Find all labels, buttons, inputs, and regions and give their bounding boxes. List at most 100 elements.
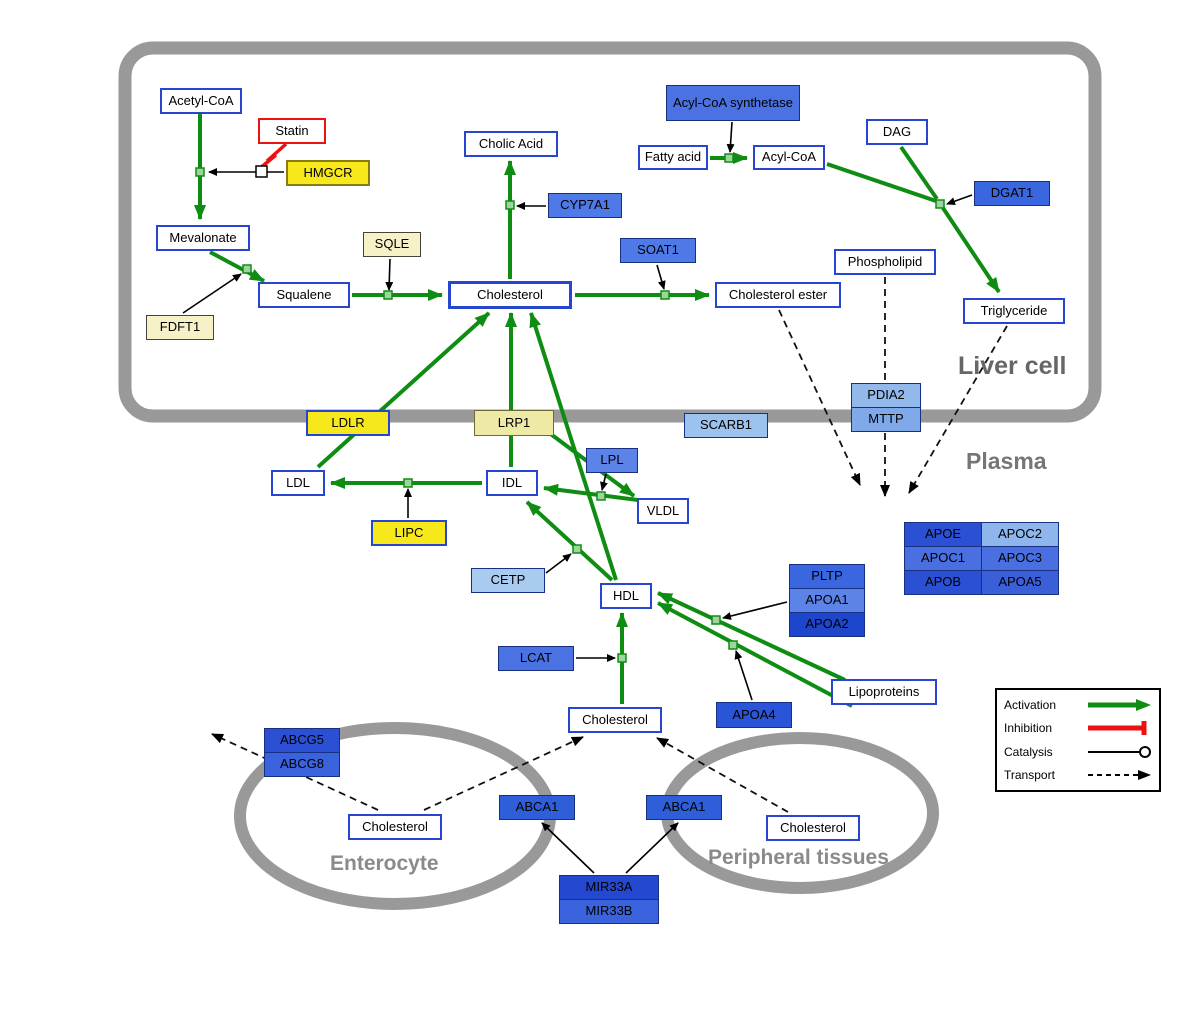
transport-arrow-icon: [1088, 769, 1151, 780]
liver-cell-membrane: [118, 41, 1102, 423]
node-soat1[interactable]: SOAT1: [620, 238, 696, 263]
node-mttp[interactable]: MTTP: [851, 407, 921, 432]
reaction-anchor: [935, 199, 945, 209]
node-apoc1[interactable]: APOC1: [904, 546, 982, 571]
node-sqle[interactable]: SQLE: [363, 232, 421, 257]
node-cholesterol-ester[interactable]: Cholesterol ester: [715, 282, 841, 308]
node-ldlr[interactable]: LDLR: [306, 410, 390, 436]
catalysis-apoa1-apoa2: [722, 601, 788, 620]
regulation-mir33-to-abca1-enterocyte: [541, 822, 595, 874]
node-cholesterol-plasma[interactable]: Cholesterol: [568, 707, 662, 733]
node-lrp1[interactable]: LRP1: [474, 410, 554, 436]
node-apob[interactable]: APOB: [904, 570, 982, 595]
catalysis-acylcoa-synthetase: [726, 121, 735, 153]
node-vldl[interactable]: VLDL: [637, 498, 689, 524]
node-hmgcr[interactable]: HMGCR: [286, 160, 370, 186]
reaction-anchor: [505, 200, 515, 210]
edge-junction-to-triglyceride: [941, 206, 1001, 294]
transport-enterocyte-cholesterol-to-plasma: [423, 736, 584, 811]
transport-cholesterolester-to-lipoprotein-pool: [778, 309, 861, 486]
node-abca1-peripheral[interactable]: ABCA1: [646, 795, 722, 820]
node-idl[interactable]: IDL: [486, 470, 538, 496]
node-cholic-acid[interactable]: Cholic Acid: [464, 131, 558, 157]
edge-lipoproteins-to-hdl-lower: [657, 601, 853, 708]
node-acyl-coa[interactable]: Acyl-CoA: [753, 145, 825, 170]
node-apoc2[interactable]: APOC2: [981, 522, 1059, 547]
node-lipoproteins[interactable]: Lipoproteins: [831, 679, 937, 705]
node-pdia2[interactable]: PDIA2: [851, 383, 921, 408]
node-cyp7a1[interactable]: CYP7A1: [548, 193, 622, 218]
edge-hdl-to-idl-cetp: [525, 500, 614, 582]
node-scarb1[interactable]: SCARB1: [684, 413, 768, 438]
catalysis-lpl: [600, 473, 608, 491]
node-lpl[interactable]: LPL: [586, 448, 638, 473]
node-abca1-enterocyte[interactable]: ABCA1: [499, 795, 575, 820]
node-phospholipid[interactable]: Phospholipid: [834, 249, 936, 275]
reaction-anchor: [711, 615, 721, 625]
catalysis-cetp: [545, 553, 572, 574]
catalysis-dgat1: [946, 194, 973, 206]
legend-row-catalysis: Catalysis: [1004, 742, 1152, 762]
node-fdft1[interactable]: FDFT1: [146, 315, 214, 340]
node-mir33b[interactable]: MIR33B: [559, 899, 659, 924]
node-squalene[interactable]: Squalene: [258, 282, 350, 308]
node-mevalonate[interactable]: Mevalonate: [156, 225, 250, 251]
reaction-anchor: [660, 290, 670, 300]
transport-enterocyte-cholesterol-abcg-export: [211, 733, 379, 811]
transport-triglyceride-to-lipoprotein-pool: [908, 325, 1008, 494]
legend-row-activation: Activation: [1004, 695, 1152, 715]
enterocyte-label: Enterocyte: [330, 852, 439, 875]
node-dag[interactable]: DAG: [866, 119, 928, 145]
edge-hdl-to-cholesterol: [529, 312, 618, 581]
catalysis-soat1: [656, 264, 666, 290]
node-ldl[interactable]: LDL: [271, 470, 325, 496]
edge-vldl-to-idl: [543, 483, 639, 502]
legend-inhibition-label: Inhibition: [1004, 721, 1053, 736]
node-apoa5[interactable]: APOA5: [981, 570, 1059, 595]
node-apoa1[interactable]: APOA1: [789, 588, 865, 613]
reaction-anchor: [383, 290, 393, 300]
transport-peripheral-cholesterol-to-plasma: [656, 737, 789, 813]
node-apoa4[interactable]: APOA4: [716, 702, 792, 728]
node-cholesterol-liver[interactable]: Cholesterol: [448, 281, 572, 309]
legend-row-inhibition: Inhibition: [1004, 718, 1152, 738]
reaction-anchor: [617, 653, 627, 663]
node-abcg8[interactable]: ABCG8: [264, 752, 340, 777]
node-lcat[interactable]: LCAT: [498, 646, 574, 671]
node-fatty-acid[interactable]: Fatty acid: [638, 145, 708, 170]
edge-acylcoa-to-dgat-junction: [826, 162, 937, 203]
edge-mevalonate-to-squalene: [209, 250, 265, 283]
reaction-anchor: [572, 544, 582, 554]
node-mir33a[interactable]: MIR33A: [559, 875, 659, 900]
node-hdl[interactable]: HDL: [600, 583, 652, 609]
legend-activation-label: Activation: [1004, 698, 1057, 712]
catalysis-fdft1: [182, 273, 242, 314]
activation-arrowhead: [1136, 699, 1151, 711]
node-cholesterol-peripheral[interactable]: Cholesterol: [766, 815, 860, 841]
node-acetyl-coa[interactable]: Acetyl-CoA: [160, 88, 242, 114]
edge-lipoproteins-to-hdl-upper: [657, 591, 846, 682]
node-abcg5[interactable]: ABCG5: [264, 728, 340, 753]
edge-dag-to-dgat-junction: [899, 145, 939, 201]
node-apoe[interactable]: APOE: [904, 522, 982, 547]
node-cetp[interactable]: CETP: [471, 568, 545, 593]
node-pltp[interactable]: PLTP: [789, 564, 865, 589]
catalysis-circle-icon: [1088, 745, 1151, 758]
node-apoa2[interactable]: APOA2: [789, 612, 865, 637]
reaction-anchor: [724, 153, 734, 163]
edge-ldl-via-ldlr-to-cholesterol: [316, 311, 491, 469]
node-lipc[interactable]: LIPC: [371, 520, 447, 546]
liver-cell-label: Liver cell: [958, 352, 1067, 380]
reaction-anchor: [728, 640, 738, 650]
node-acyl-coa-synthetase[interactable]: Acyl-CoA synthetase: [666, 85, 800, 121]
catalysis-apoa4: [734, 650, 753, 701]
node-statin[interactable]: Statin: [258, 118, 326, 144]
node-triglyceride[interactable]: Triglyceride: [963, 298, 1065, 324]
node-dgat1[interactable]: DGAT1: [974, 181, 1050, 206]
node-cholesterol-enterocyte[interactable]: Cholesterol: [348, 814, 442, 840]
legend-catalysis-label: Catalysis: [1004, 744, 1053, 759]
reaction-anchor: [403, 478, 413, 488]
node-apoc3[interactable]: APOC3: [981, 546, 1059, 571]
